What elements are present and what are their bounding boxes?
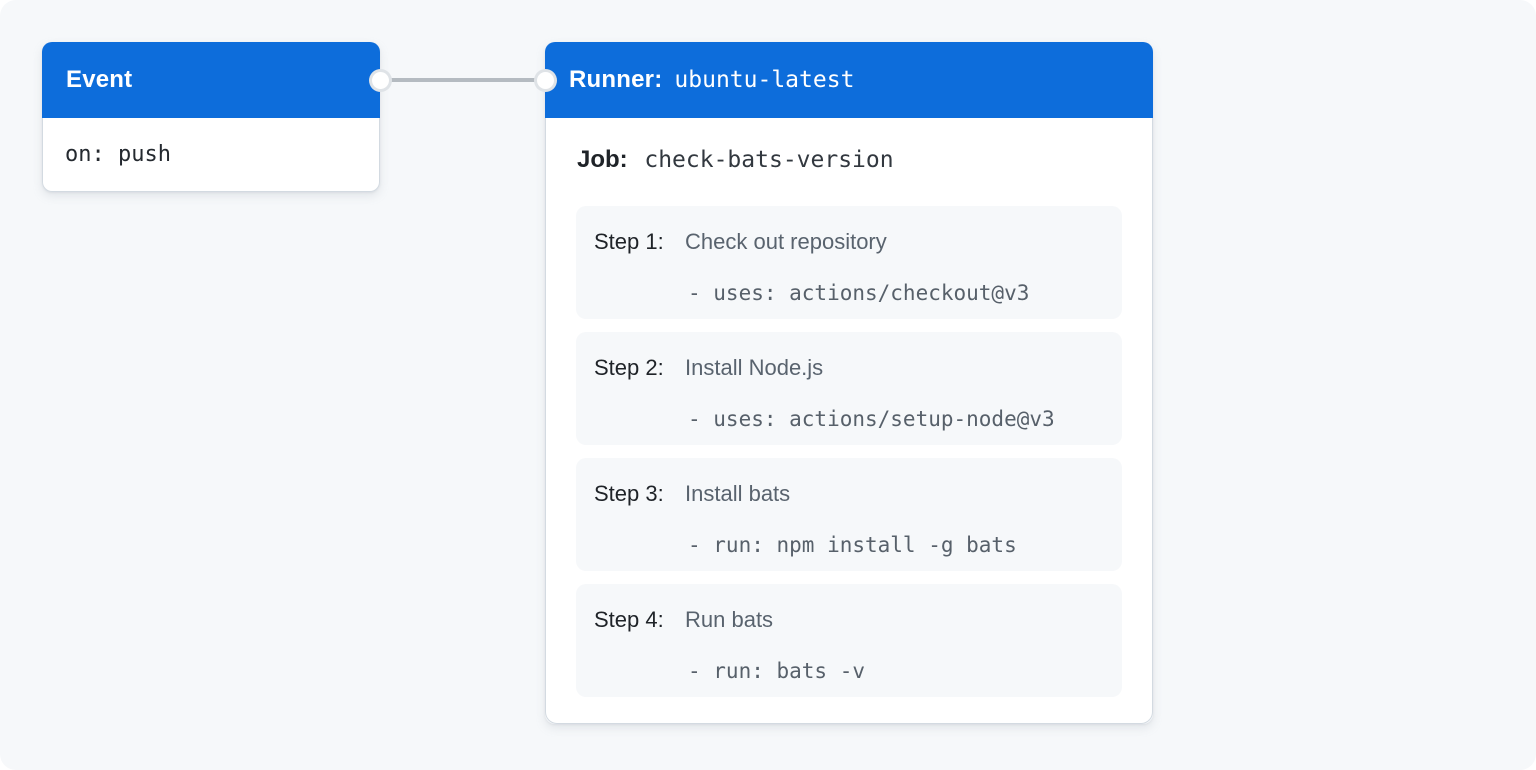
step-card-1: Step 1: Check out repository - uses: act…: [576, 206, 1122, 319]
event-card-header: Event: [42, 42, 380, 118]
connector-line: [380, 78, 546, 82]
job-line: Job: check-bats-version: [577, 145, 1122, 175]
event-title: Event: [66, 66, 133, 93]
step-2-label: Step 2:: [594, 355, 664, 380]
runner-card-body: Job: check-bats-version Step 1: Check ou…: [545, 118, 1153, 724]
step-4-code: - run: bats -v: [688, 659, 866, 683]
step-3-code: - run: npm install -g bats: [688, 533, 1017, 557]
step-2-code: - uses: actions/setup-node@v3: [688, 407, 1055, 431]
event-card-body: on: push: [42, 118, 380, 192]
step-4-title: Run bats: [685, 607, 774, 632]
runner-card-header: Runner: ubuntu-latest: [545, 42, 1153, 118]
step-1-code: - uses: actions/checkout@v3: [688, 281, 1030, 305]
connector-dot-runner: [533, 68, 557, 92]
step-card-3: Step 3: Install bats - run: npm install …: [576, 458, 1122, 571]
step-card-2: Step 2: Install Node.js - uses: actions/…: [576, 332, 1122, 445]
event-code: on: push: [65, 142, 171, 167]
step-card-4: Step 4: Run bats - run: bats -v: [576, 584, 1122, 697]
step-2-title: Install Node.js: [685, 355, 824, 380]
event-card: Event on: push: [42, 42, 380, 192]
runner-card: Runner: ubuntu-latest Job: check-bats-ve…: [545, 42, 1153, 724]
job-label: Job:: [577, 146, 628, 173]
job-value: check-bats-version: [644, 147, 894, 173]
connector-dot-event: [368, 68, 392, 92]
step-3-label: Step 3:: [594, 481, 664, 506]
step-2-row: Step 2: Install Node.js: [594, 355, 1106, 381]
runner-title-label: Runner:: [569, 66, 663, 93]
runner-title-value: ubuntu-latest: [674, 67, 855, 93]
step-1-label: Step 1:: [594, 229, 664, 254]
step-4-label: Step 4:: [594, 607, 664, 632]
step-1-row: Step 1: Check out repository: [594, 229, 1106, 255]
step-3-title: Install bats: [685, 481, 791, 506]
step-3-row: Step 3: Install bats: [594, 481, 1106, 507]
step-1-title: Check out repository: [685, 229, 887, 254]
step-4-row: Step 4: Run bats: [594, 607, 1106, 633]
